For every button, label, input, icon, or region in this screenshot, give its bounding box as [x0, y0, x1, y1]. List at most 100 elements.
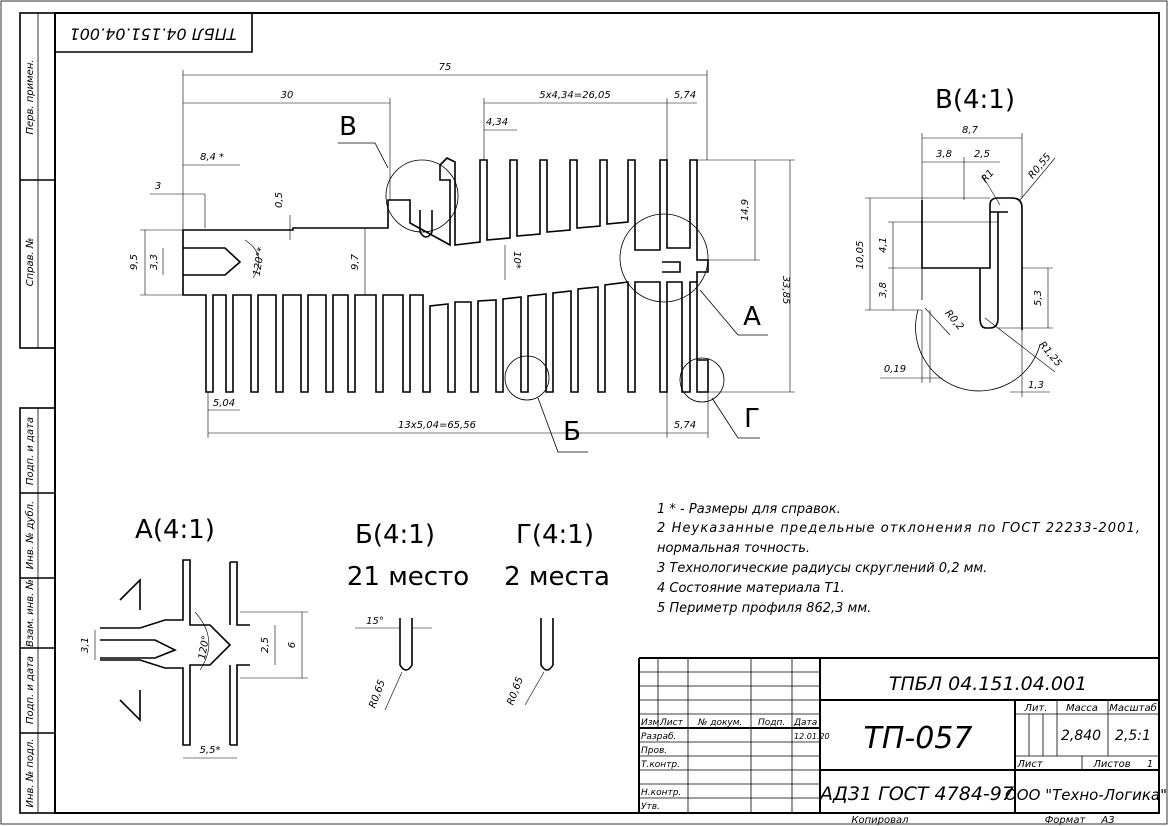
dim-r065-g: R0,65: [505, 676, 525, 707]
dim-149: 14,9: [740, 199, 751, 221]
main-dimensions: 75 30 5x4,34=26,05 5,74 4,34 8,4 * 3 0,5…: [129, 62, 795, 438]
view-b-title: Б(4:1): [355, 520, 435, 550]
dim-33: 3,3: [149, 254, 160, 270]
dim-15: 15°: [366, 616, 384, 627]
dim-019: 0,19: [884, 364, 906, 375]
side-label: Подп. и дата: [25, 417, 36, 485]
tb-lit-label: Лит.: [1023, 703, 1047, 714]
tb-format-label: Формат: [1045, 815, 1087, 826]
tb-h-doc: № докум.: [697, 718, 742, 728]
dim-31: 3,1: [80, 637, 91, 653]
tb-r-prov: Пров.: [641, 746, 667, 756]
dim-1005: 10,05: [855, 241, 866, 270]
callout-v: В: [339, 112, 357, 142]
dim-95: 9,5: [129, 254, 140, 270]
note-line: 2 Неуказанные предельные отклонения по Г…: [657, 521, 1140, 536]
dim-504: 5,04: [213, 398, 235, 409]
dim-87: 8,7: [962, 125, 979, 136]
dim-25: 2,5: [974, 149, 990, 160]
tb-format: А3: [1100, 815, 1114, 826]
dim-120: 120°*: [252, 246, 268, 277]
dim-r065-b: R0,65: [367, 679, 387, 710]
dim-r02: R0,2: [942, 308, 965, 333]
tb-r-razrab: Разраб.: [641, 732, 676, 742]
dim-75: 75: [439, 62, 452, 73]
side-label: Справ. №: [25, 238, 36, 287]
main-profile: [182, 157, 725, 403]
tb-sheets-label: Листов: [1092, 759, 1130, 770]
callout-circle-g: [679, 357, 725, 403]
view-v-title: В(4:1): [935, 85, 1015, 115]
callout-labels: В А Б Г: [338, 112, 768, 453]
dim-30: 30: [281, 90, 294, 101]
dim-13x504: 13x5,04=65,56: [398, 420, 476, 431]
dim-5x434: 5x4,34=26,05: [539, 90, 611, 101]
note-line: 3 Технологические радиусы скруглений 0,2…: [657, 561, 987, 576]
dim-3385: 33,85: [780, 276, 791, 305]
rotated-code-box: ТПБЛ 04.151.04.001: [55, 13, 253, 53]
tb-h-list: Лист: [659, 718, 684, 728]
dim-10: 10*: [511, 251, 522, 269]
dim-3: 3: [155, 181, 161, 192]
tb-sheets: 1: [1147, 759, 1153, 770]
callout-circle-a: [619, 213, 709, 303]
tb-date: 12.01.20: [794, 732, 830, 741]
tb-r-utv: Утв.: [641, 802, 660, 812]
callout-g: Г: [744, 404, 760, 434]
tb-scale-label: Масштаб: [1109, 702, 1157, 714]
tb-mass: 2,840: [1061, 728, 1101, 744]
dim-05: 0,5: [274, 192, 285, 208]
dim-434: 4,34: [486, 117, 508, 128]
note-line: 4 Состояние материала Т1.: [657, 581, 845, 596]
tb-code: ТПБЛ 04.151.04.001: [889, 673, 1087, 695]
side-label: Взам. инв. №: [25, 579, 36, 647]
tb-company: ООО "Техно-Логика": [1005, 786, 1167, 804]
callout-circle-b: [504, 355, 550, 401]
dim-55-a: 5,5*: [200, 745, 221, 756]
tb-h-data: Дата: [793, 718, 817, 728]
tb-name: ТП-057: [864, 721, 973, 756]
left-side-strip: Перв. примен. Справ. № Подп. и дата Инв.…: [19, 12, 56, 814]
callout-b: Б: [563, 417, 581, 447]
view-a-title: А(4:1): [135, 515, 215, 545]
side-label: Инв. № дубл.: [24, 501, 36, 569]
dim-97: 9,7: [350, 253, 361, 270]
side-label: Инв. № подл.: [25, 739, 36, 808]
technical-notes: 1 * - Размеры для справок. 2 Неуказанные…: [657, 502, 1140, 616]
view-g-title: Г(4:1): [516, 520, 594, 550]
dim-41: 4,1: [878, 237, 889, 253]
title-block: ТПБЛ 04.151.04.001 ТП-057 АД31 ГОСТ 4784…: [638, 657, 1167, 826]
dim-r125: R1,25: [1036, 340, 1063, 369]
dim-38: 3,8: [936, 149, 952, 160]
dim-13: 1,3: [1028, 380, 1044, 391]
dim-r1: R1: [980, 168, 997, 185]
side-label: Перв. примен.: [25, 59, 36, 134]
dim-r055: R0,55: [1026, 152, 1053, 181]
dim-84: 8,4 *: [200, 152, 224, 163]
side-label: Подп. и дата: [25, 656, 36, 724]
tb-mass-label: Масса: [1066, 703, 1098, 714]
dim-38b: 3,8: [878, 282, 889, 298]
tb-copied: Копировал: [851, 815, 909, 826]
tb-scale: 2,5:1: [1115, 728, 1151, 744]
tb-material: АД31 ГОСТ 4784-97: [818, 783, 1014, 805]
view-b-subtitle: 21 место: [347, 562, 469, 592]
dim-574-bottom: 5,74: [674, 420, 696, 431]
note-line: 1 * - Размеры для справок.: [657, 502, 841, 517]
tb-h-izm: Изм.: [641, 718, 662, 728]
dim-6-a: 6: [287, 642, 298, 648]
tb-sheet-label: Лист: [1016, 759, 1044, 770]
callout-a: А: [743, 302, 761, 332]
tb-h-podp: Подп.: [758, 718, 785, 728]
note-line: нормальная точность.: [657, 541, 810, 556]
dim-574-top: 5,74: [674, 90, 696, 101]
view-a: А(4:1) 3,1 120° 2,5 6 5,5*: [80, 515, 308, 759]
dim-120-a: 120°: [197, 635, 212, 661]
view-g-subtitle: 2 места: [504, 562, 610, 592]
view-b: Б(4:1) 21 место 15° R0,65: [347, 520, 469, 711]
note-line: 5 Периметр профиля 862,3 мм.: [657, 601, 871, 616]
rotated-doc-code: ТПБЛ 04.151.04.001: [70, 25, 237, 44]
dim-25-a: 2,5: [260, 637, 271, 653]
dim-53: 5,3: [1033, 290, 1044, 306]
